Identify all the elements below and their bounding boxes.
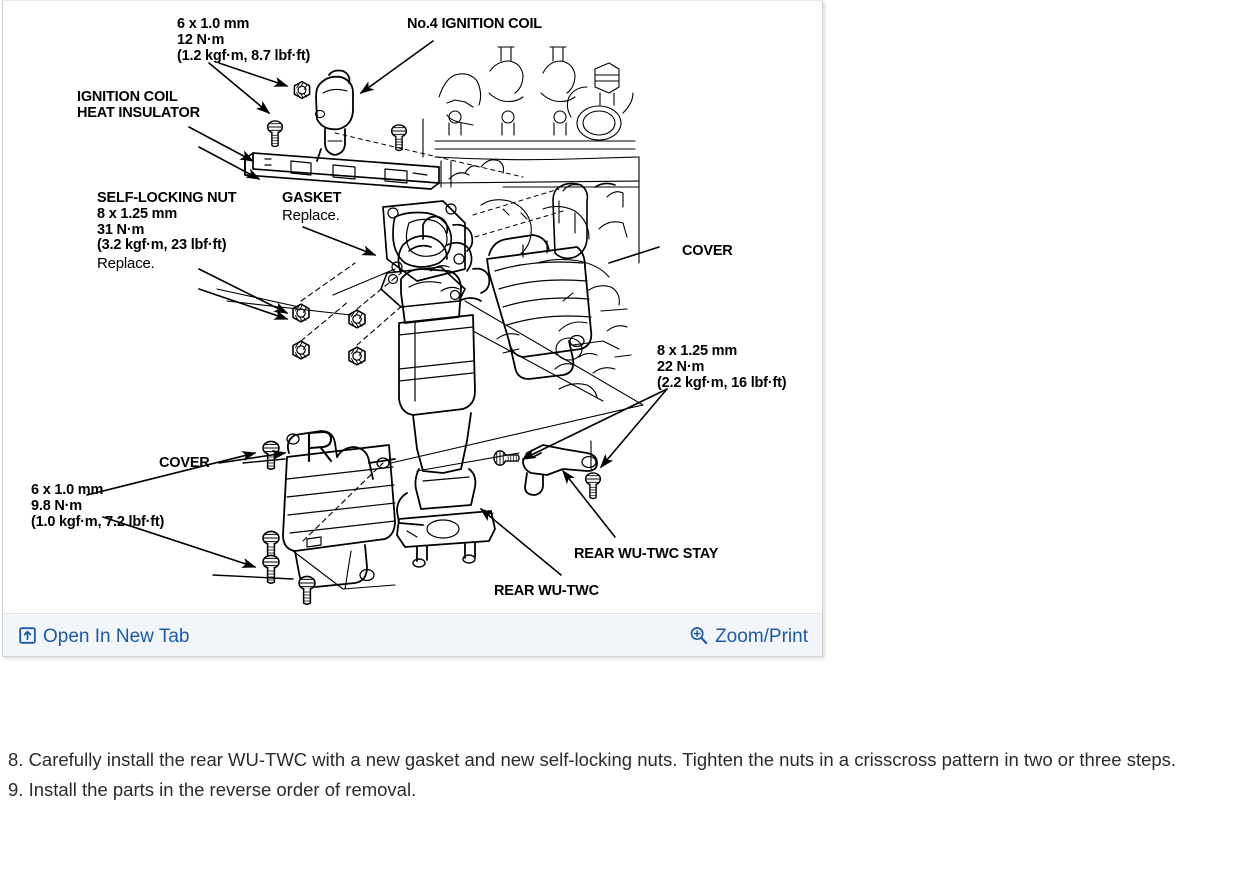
label-self-locking-nut-replace: Replace. [97, 255, 155, 272]
label-cover-bolt-spec: 6 x 1.0 mm 9.8 N·m (1.0 kgf·m, 7.2 lbf·f… [31, 482, 165, 530]
label-rear-wu-twc-stay: REAR WU-TWC STAY [574, 546, 719, 562]
label-cover-left: COVER [159, 455, 210, 471]
open-in-new-tab-button[interactable]: Open In New Tab [19, 625, 190, 647]
label-ignition-coil-heat-insulator: IGNITION COIL HEAT INSULATOR [77, 89, 200, 121]
zoom-print-label: Zoom/Print [715, 625, 808, 647]
open-in-new-tab-label: Open In New Tab [43, 625, 190, 647]
open-in-new-tab-icon [19, 626, 36, 644]
technical-diagram[interactable]: 6 x 1.0 mm 12 N·m (1.2 kgf·m, 8.7 lbf·ft… [3, 1, 822, 613]
label-stay-bolt-spec: 8 x 1.25 mm 22 N·m (2.2 kgf·m, 16 lbf·ft… [657, 343, 787, 391]
label-bolt-spec-top: 6 x 1.0 mm 12 N·m (1.2 kgf·m, 8.7 lbf·ft… [177, 16, 311, 64]
instruction-step-8: 8. Carefully install the rear WU-TWC wit… [8, 749, 1177, 770]
exploded-view-illustration [86, 40, 668, 606]
label-gasket-replace: Replace. [282, 207, 340, 224]
magnifier-plus-icon [689, 626, 708, 645]
image-viewer-toolbar: Open In New Tab Zoom/Print [3, 613, 822, 656]
instruction-step-9: 9. Install the parts in the reverse orde… [8, 779, 417, 800]
label-cover-right: COVER [682, 243, 733, 259]
label-no4-ignition-coil: No.4 IGNITION COIL [407, 16, 542, 32]
label-gasket: GASKET [282, 190, 342, 206]
zoom-print-button[interactable]: Zoom/Print [689, 625, 808, 647]
instructions-block: 8. Carefully install the rear WU-TWC wit… [0, 745, 1241, 805]
image-viewer-panel: 6 x 1.0 mm 12 N·m (1.2 kgf·m, 8.7 lbf·ft… [2, 0, 823, 657]
label-rear-wu-twc: REAR WU-TWC [494, 583, 599, 599]
label-self-locking-nut-spec: SELF-LOCKING NUT 8 x 1.25 mm 31 N·m (3.2… [97, 190, 237, 254]
